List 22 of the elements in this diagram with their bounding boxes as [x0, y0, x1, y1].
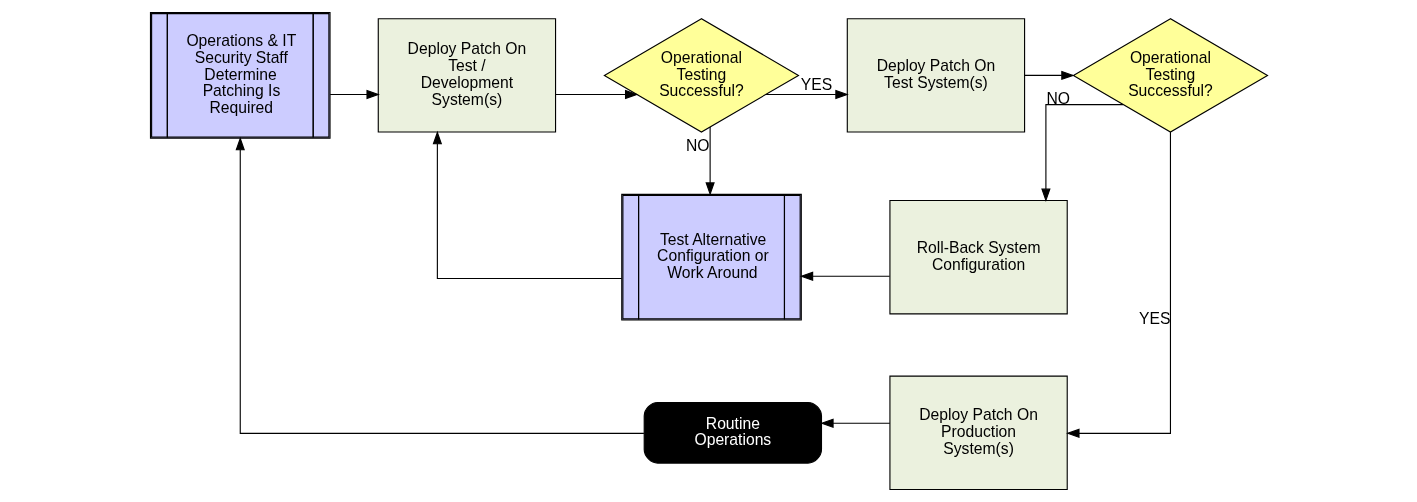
arrow: [819, 418, 890, 428]
arrow: [704, 126, 715, 196]
arrow: [1023, 70, 1075, 81]
node-box: Routine Operations: [643, 401, 822, 464]
arrow: [235, 136, 644, 434]
arrow: [1040, 104, 1124, 203]
arrow: [554, 89, 638, 100]
node-box: Roll-Back System Configuration: [888, 199, 1068, 315]
node-diamond: Operational Testing Successful?: [1071, 18, 1269, 133]
edge-label: NO: [685, 136, 710, 154]
arrow: [1065, 131, 1171, 439]
edge-label: YES: [800, 76, 832, 94]
arrow: [432, 130, 622, 280]
node-box: Deploy Patch On Test System(s): [846, 18, 1025, 133]
arrow: [764, 89, 849, 100]
arrow: [799, 271, 890, 281]
node-box: Deploy Patch On Production System(s): [888, 375, 1068, 490]
edge-label: NO: [1045, 90, 1070, 108]
node-box: Deploy Patch On Test / Development System(s): [377, 18, 556, 133]
arrow: [329, 89, 380, 100]
edge-label: YES: [1138, 310, 1170, 328]
node-diamond: Operational Testing Successful?: [602, 18, 800, 133]
